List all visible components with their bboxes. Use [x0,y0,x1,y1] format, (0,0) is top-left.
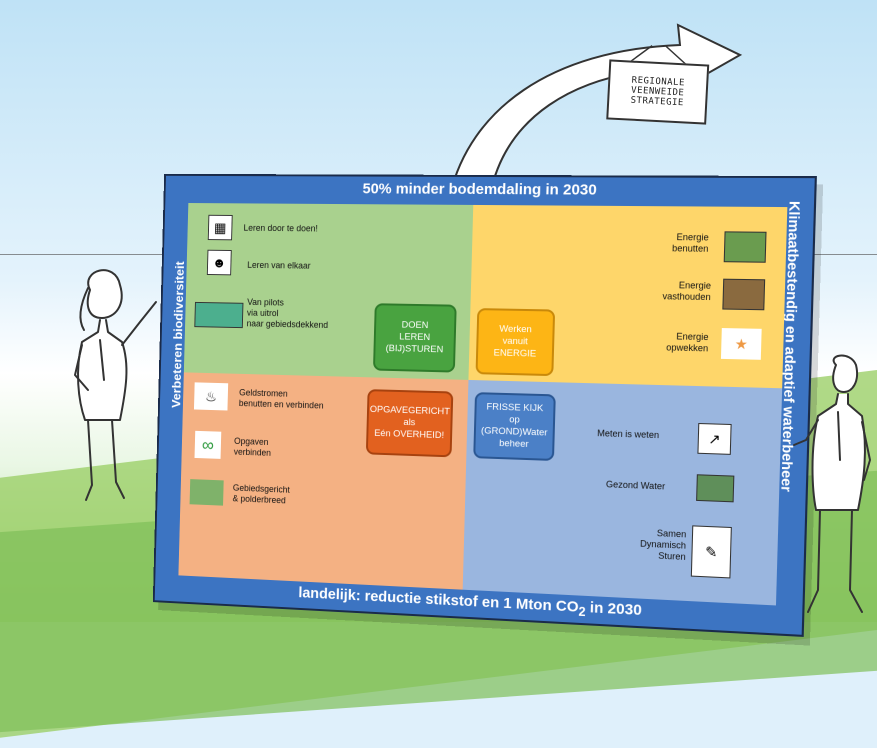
chart-board-icon: ↗ [697,422,732,455]
center-box-line: FRISSE KIJK [486,401,544,415]
item-label: Meten is weten [597,428,660,441]
item-label: Leren van elkaar [247,259,311,271]
hands-soil-icon [722,278,766,311]
item-label-line: naar gebiedsdekkend [246,318,329,330]
map-icon [194,301,244,329]
item-label-line: opwekken [666,342,709,354]
center-box-water: FRISSE KIJK op (GROND)Water beheer [473,392,556,461]
item-label-multiline: Van pilots via uitrol naar gebiedsdekken… [247,297,329,330]
board-inner: ▦ Leren door te doen! ☻ Leren van elkaar… [178,203,788,606]
item-label-multiline: Energie vasthouden [662,280,711,303]
landscape-icon [189,479,224,506]
center-box-line: vanuit [502,335,528,348]
man-presenter-icon [793,354,871,613]
center-box-energy: Werken vanuit ENERGIE [475,308,556,377]
chain-link-icon: ∞ [194,430,222,459]
item-label-multiline: Gebiedsgericht & polderbreed [232,483,290,506]
water-photo-icon [696,474,735,503]
item-label-line: & polderbreed [232,493,286,506]
item-label-line: Energie [676,331,709,343]
item-label: Gezond Water [605,479,666,492]
item-label-line: Energie [676,231,709,243]
center-box-line: beheer [498,437,529,450]
strategy-sign: REGIONALE VEENWEIDE STRATEGIE [606,45,710,125]
frame-top-text: 50% minder bodemdaling in 2030 [362,180,598,199]
sign-board: REGIONALE VEENWEIDE STRATEGIE [606,59,710,125]
woman-presenter-icon [74,269,157,501]
center-box-line: ENERGIE [493,347,537,360]
item-label-multiline: Geldstromen benutten en verbinden [239,387,324,411]
center-box-line: Eén OVERHEID! [374,427,445,442]
item-label-line: Dynamisch [639,538,687,551]
item-label-line: verbinden [233,446,272,458]
money-tap-icon: ♨ [193,382,229,411]
item-label-multiline: Energie benutten [672,232,709,255]
strategy-board: 50% minder bodemdaling in 2030 landelijk… [152,173,817,637]
board-frame: 50% minder bodemdaling in 2030 landelijk… [152,173,817,637]
sign-hanger-icon [628,45,688,67]
center-box-line: (GROND)Water [480,425,548,439]
center-box-government: OPGAVEGERICHT als Eén OVERHEID! [365,389,454,458]
item-label-line: Energie [678,280,712,291]
presenter-icon: ▦ [207,214,233,241]
frame-bottom-end: in 2030 [585,598,643,620]
item-label-multiline: Energie opwekken [666,331,709,354]
item-label-multiline: Opgaven verbinden [234,436,272,458]
item-label-line: Sturen [658,550,686,562]
center-box-line: Werken [499,323,532,336]
sign-line-3: STRATEGIE [630,95,685,109]
item-label-line: benutten [671,242,709,254]
people-talking-icon: ☻ [206,249,232,276]
energy-symbol-icon: ★ [720,328,762,360]
center-box-learning: DOEN LEREN (BIJ)STUREN [372,303,457,373]
field-photo-icon [723,231,767,263]
item-label: Leren door te doen! [243,222,318,234]
item-label-line: vasthouden [662,290,711,302]
item-label-multiline: Samen Dynamisch Sturen [639,527,687,562]
item-label-line: benutten en verbinden [238,397,324,411]
center-box-line: (BIJ)STUREN [385,343,444,356]
people-sketch-icon: ✎ [690,525,732,579]
arrow-graphic [448,23,743,196]
